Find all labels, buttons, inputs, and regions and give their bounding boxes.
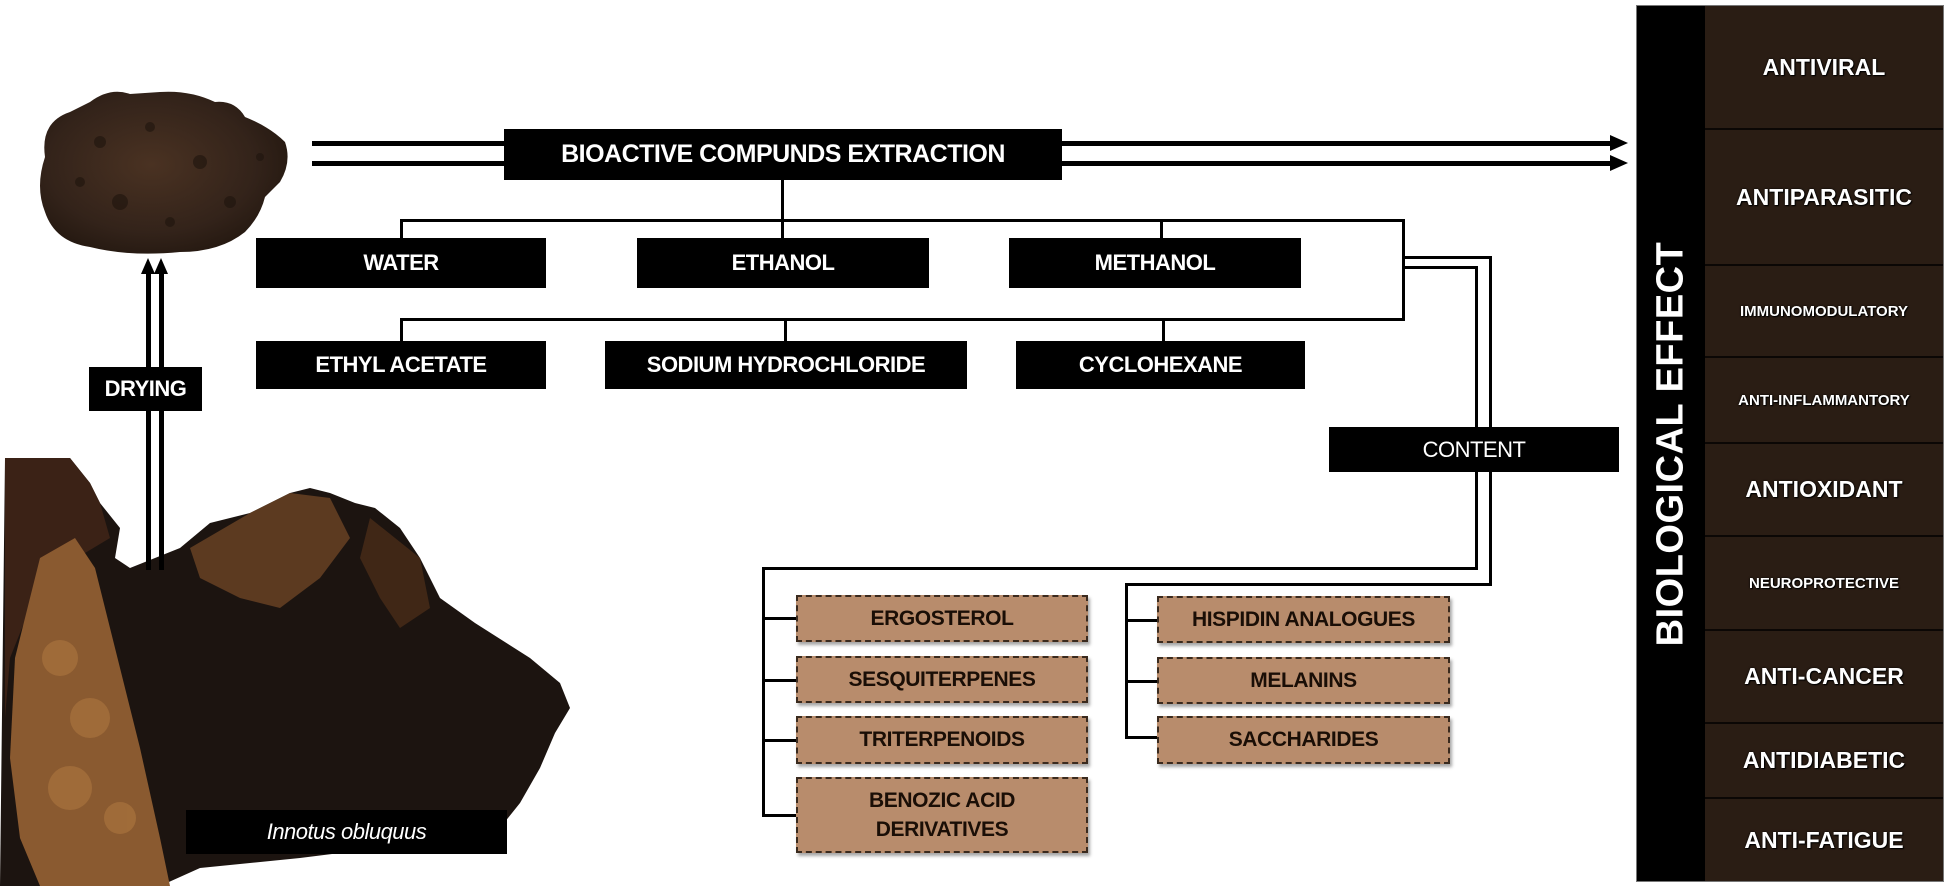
biological-effect-heading: BIOLOGICAL EFFECT (1649, 241, 1692, 646)
connector (1475, 266, 1478, 428)
connector (400, 318, 403, 342)
connector (1489, 472, 1492, 586)
effect-antiparasitic: ANTIPARASITIC (1705, 130, 1943, 266)
connector (1125, 583, 1128, 738)
solvent-ethyl-acetate: ETHYL ACETATE (256, 341, 546, 389)
powder-image (40, 91, 288, 254)
extraction-title: BIOACTIVE COMPUNDS EXTRACTION (504, 129, 1062, 180)
compound-ergosterol: ERGOSTEROL (796, 595, 1088, 642)
connector (1125, 583, 1492, 586)
effect-anti-fatigue: ANTI-FATIGUE (1705, 799, 1943, 881)
effect-immunomodulatory: IMMUNOMODULATORY (1705, 266, 1943, 358)
effect-anti-cancer: ANTI-CANCER (1705, 631, 1943, 724)
effect-neuroprotective: NEUROPROTECTIVE (1705, 537, 1943, 631)
compound-hispidin-analogues: HISPIDIN ANALOGUES (1157, 596, 1450, 643)
arrow-up-icon (141, 258, 155, 274)
connector (1125, 619, 1157, 622)
drying-arrow-line-left (146, 270, 151, 570)
effect-antidiabetic: ANTIDIABETIC (1705, 724, 1943, 799)
compound-benozic-acid-derivatives: BENOZIC ACID DERIVATIVES (796, 777, 1088, 853)
connector (1489, 256, 1492, 428)
connector (400, 219, 1405, 222)
biological-effect-heading-strip: BIOLOGICAL EFFECT (1637, 6, 1705, 881)
effect-antiviral: ANTIVIRAL (1705, 6, 1943, 130)
connector (1403, 266, 1478, 269)
connector (762, 567, 1478, 570)
biological-effect-panel: BIOLOGICAL EFFECT ANTIVIRAL ANTIPARASITI… (1636, 5, 1944, 882)
mushroom-image (0, 458, 570, 886)
species-label: Innotus obluquus (186, 810, 507, 854)
effect-list: ANTIVIRAL ANTIPARASITIC IMMUNOMODULATORY… (1705, 6, 1943, 881)
connector (400, 219, 403, 239)
arrow-right-icon (1610, 155, 1628, 171)
connector (1402, 219, 1405, 321)
drying-label: DRYING (89, 367, 202, 411)
arrow-up-icon (154, 258, 168, 274)
connector (762, 617, 796, 620)
solvent-sodium-hydrochloride: SODIUM HYDROCHLORIDE (605, 341, 967, 389)
connector (1125, 680, 1157, 683)
content-label: CONTENT (1329, 427, 1619, 472)
arrow-right-icon (1610, 135, 1628, 151)
compound-saccharides: SACCHARIDES (1157, 716, 1450, 764)
connector (1162, 318, 1165, 342)
solvent-cyclohexane: CYCLOHEXANE (1016, 341, 1305, 389)
connector (400, 318, 1405, 321)
effect-antioxidant: ANTIOXIDANT (1705, 444, 1943, 537)
connector (762, 567, 765, 817)
solvent-ethanol: ETHANOL (637, 238, 929, 288)
solvent-water: WATER (256, 238, 546, 288)
connector (762, 739, 796, 742)
connector (1125, 736, 1157, 739)
compound-sesquiterpenes: SESQUITERPENES (796, 656, 1088, 703)
connector (1475, 472, 1478, 570)
compound-triterpenoids: TRITERPENOIDS (796, 716, 1088, 764)
compound-melanins: MELANINS (1157, 657, 1450, 704)
solvent-methanol: METHANOL (1009, 238, 1301, 288)
connector (1160, 219, 1163, 239)
connector (762, 679, 796, 682)
connector (1403, 256, 1492, 259)
connector (784, 318, 787, 342)
drying-arrow-line-right (159, 270, 164, 570)
effect-anti-inflammantory: ANTI-INFLAMMANTORY (1705, 358, 1943, 444)
connector (762, 814, 796, 817)
